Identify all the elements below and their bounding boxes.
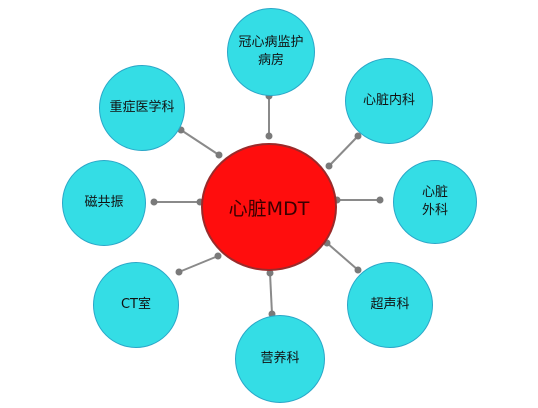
connector-icu bbox=[180, 129, 220, 156]
node-ccu: 冠心病监护 病房 bbox=[227, 8, 315, 96]
connector-cardiology bbox=[328, 135, 359, 167]
connector-ultrasound bbox=[326, 242, 359, 271]
node-icu-label: 重症医学科 bbox=[109, 100, 175, 115]
node-cardiology: 心脏内科 bbox=[345, 58, 433, 144]
node-icu: 重症医学科 bbox=[99, 65, 185, 151]
connector-ct-room bbox=[178, 255, 219, 273]
node-mri-label: 磁共振 bbox=[84, 195, 124, 210]
center-label: 心脏MDT bbox=[228, 197, 310, 220]
connector-dot-icu-inner bbox=[215, 151, 223, 159]
connector-dot-ct-room-inner bbox=[214, 252, 222, 260]
connector-dot-ultrasound-outer bbox=[354, 266, 362, 274]
node-ccu-label: 冠心病监护 病房 bbox=[238, 35, 304, 68]
connector-dot-nutrition-inner bbox=[266, 269, 274, 277]
connector-nutrition bbox=[269, 272, 273, 315]
connector-dot-mri-outer bbox=[150, 198, 158, 206]
node-cardiology-label: 心脏内科 bbox=[362, 93, 415, 108]
node-nutrition-label: 营养科 bbox=[260, 351, 300, 366]
node-cardiac-surgery-label: 心脏 外科 bbox=[421, 185, 448, 218]
node-nutrition: 营养科 bbox=[235, 315, 325, 403]
node-ct-room: CT室 bbox=[93, 262, 179, 348]
connector-dot-cardiology-inner bbox=[325, 162, 333, 170]
node-cardiac-surgery: 心脏 外科 bbox=[393, 160, 477, 244]
connector-dot-cardiology-outer bbox=[354, 132, 362, 140]
center-node: 心脏MDT bbox=[201, 143, 337, 271]
node-mri: 磁共振 bbox=[62, 160, 146, 246]
node-ct-room-label: CT室 bbox=[120, 297, 152, 312]
node-ultrasound-label: 超声科 bbox=[370, 297, 410, 312]
connector-dot-cardiac-surgery-outer bbox=[376, 196, 384, 204]
connector-dot-ct-room-outer bbox=[175, 268, 183, 276]
connector-dot-ccu-inner bbox=[265, 132, 273, 140]
node-ultrasound: 超声科 bbox=[347, 262, 433, 348]
